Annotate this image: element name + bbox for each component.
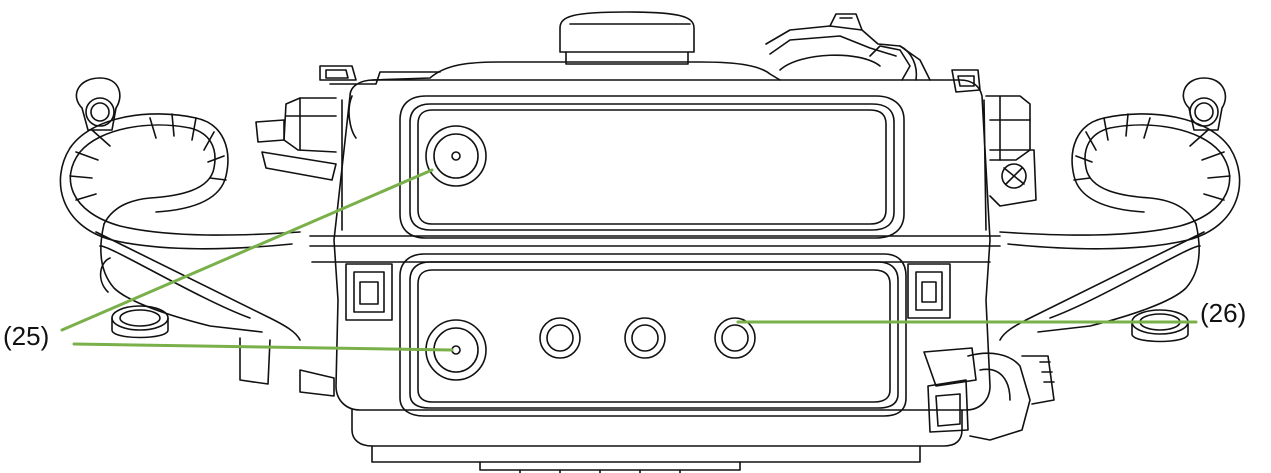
leader-lines: [60, 168, 1198, 352]
left-handle: [59, 77, 301, 341]
callout-label-26: (26): [1200, 298, 1247, 328]
leader-line-25-lower: [72, 342, 454, 352]
callout-label-25: (25): [3, 321, 50, 351]
housing-body: [239, 11, 1055, 473]
leader-line-25-upper: [60, 168, 434, 332]
